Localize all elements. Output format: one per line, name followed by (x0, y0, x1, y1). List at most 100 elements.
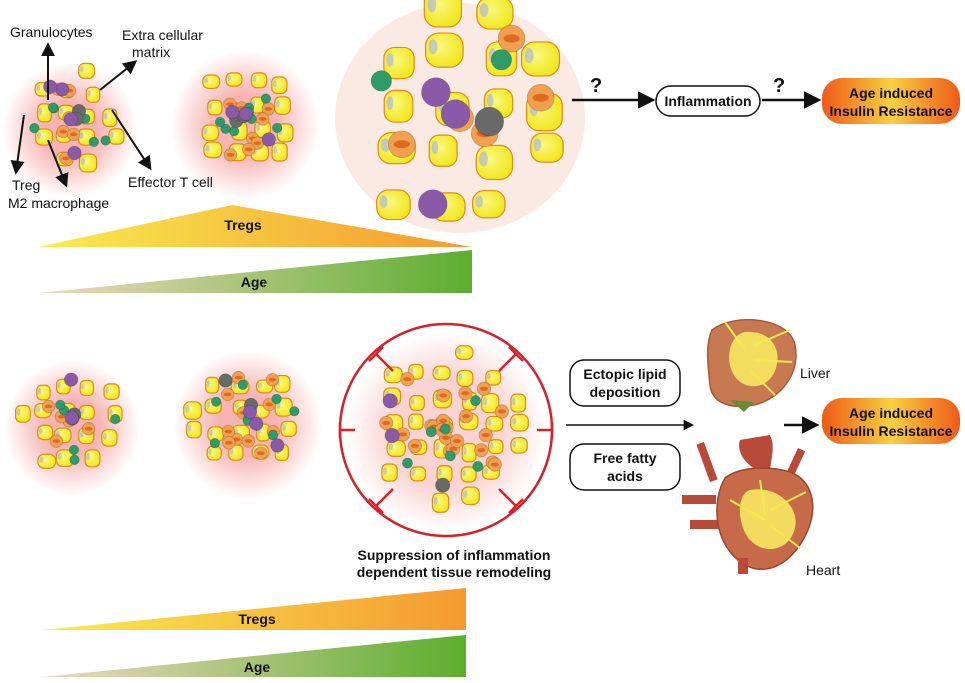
inflammation-box (655, 85, 761, 117)
gran-cell (67, 145, 82, 161)
question-mark-2: ? (773, 75, 785, 97)
free-fatty-acids-box (569, 443, 681, 491)
gran-cell (238, 106, 253, 122)
gran-cell (64, 410, 79, 425)
inflammation-label: Inflammation (664, 93, 751, 109)
effector-cell (214, 116, 226, 128)
effector-cell (47, 102, 59, 113)
outcome-box-top (822, 78, 960, 124)
effector-pointer (111, 109, 152, 171)
effector-cell (490, 49, 513, 71)
gran-cell (242, 404, 258, 420)
liver-label: Liver (800, 365, 831, 381)
small-tissue-cluster-bottom-left (4, 360, 140, 496)
m2-pointer (47, 139, 69, 188)
ecm-pointer (99, 60, 138, 91)
tregs-wedge-bottom (42, 588, 466, 630)
effector-cell (100, 135, 111, 146)
effector-cell (68, 444, 80, 456)
gran-cell (384, 427, 400, 444)
effector-cell (220, 123, 231, 134)
gran-cell (63, 372, 79, 387)
effector-cell (271, 393, 282, 405)
top-gradient-bars: Tregs Age (38, 205, 472, 293)
tregs-wedge-top (38, 205, 472, 247)
macro-cell (435, 477, 451, 493)
effector-cell (88, 136, 100, 148)
heart-label: Heart (806, 562, 840, 578)
outcome-box-bottom (822, 398, 960, 444)
ecm-label-line2: matrix (132, 44, 170, 60)
gran-cell (249, 416, 264, 431)
effector-cell (29, 122, 40, 134)
gran-cell (261, 132, 276, 147)
effector-cell (110, 413, 121, 425)
gran-cell (43, 79, 58, 94)
age-wedge-bottom (42, 635, 466, 677)
effector-cell (237, 379, 249, 391)
m2-macrophage-label: M2 macrophage (8, 195, 109, 211)
outcome-top-line1: Age induced (849, 85, 933, 101)
ffa-line2: acids (607, 468, 643, 484)
effector-t-cell-label: Effector T cell (128, 174, 213, 190)
age-wedge-top (38, 250, 472, 293)
effector-cell (370, 70, 392, 92)
tregs-label-bottom: Tregs (238, 611, 276, 627)
ectopic-line2: deposition (590, 384, 661, 400)
effector-cell (260, 93, 272, 104)
effector-cell (425, 426, 437, 438)
effector-cell (271, 122, 283, 134)
mechanism-boxes: Ectopic lipid deposition Free fatty acid… (566, 359, 695, 491)
suppression-label-line1: Suppression of inflammation (358, 547, 551, 563)
gran-cell (417, 189, 448, 219)
gran-cell (225, 104, 240, 120)
effector-cell (401, 457, 414, 469)
age-label-top: Age (241, 274, 268, 290)
effector-cell (209, 437, 221, 449)
medium-tissue-cluster-bottom (173, 350, 323, 500)
effector-cell (439, 423, 451, 435)
medium-tissue-cluster-top (170, 50, 320, 200)
effector-cell (444, 450, 456, 462)
outcome-bottom-line2: Insulin Resistance (830, 423, 953, 439)
treg-pointer (10, 114, 25, 175)
macro-cell (474, 106, 505, 137)
bottom-outcome: Age induced Insulin Resistance (784, 398, 960, 444)
outcome-top-line2: Insulin Resistance (830, 103, 953, 119)
bottom-gradient-bars: Tregs Age (42, 588, 466, 677)
ffa-line1: Free fatty (593, 450, 656, 466)
ectopic-line1: Ectopic lipid (583, 366, 666, 382)
suppression-ring (338, 322, 554, 538)
effector-cell (210, 396, 222, 407)
liver-illustration (706, 318, 797, 412)
gran-cell (421, 77, 451, 108)
ecm-label-line1: Extra cellular (122, 27, 203, 43)
macro-cell (218, 373, 233, 388)
gran-cell (270, 438, 285, 453)
heart-illustration (682, 435, 814, 574)
effector-cell (472, 460, 484, 472)
outcome-bottom-line1: Age induced (849, 405, 933, 421)
granulocytes-label: Granulocytes (10, 24, 92, 40)
question-mark-1: ? (590, 75, 602, 97)
treg-label: Treg (12, 177, 40, 193)
gran-cell (440, 99, 471, 129)
suppression-label-line2: dependent tissue remodeling (357, 564, 551, 580)
tregs-label-top: Tregs (224, 217, 262, 233)
effector-cell (470, 395, 482, 407)
effector-cell (69, 454, 80, 466)
effector-cell (267, 429, 279, 441)
top-flow: ? Inflammation ? Age induced Insulin Res… (572, 75, 960, 124)
effector-cell (289, 406, 300, 417)
large-tissue-cluster-top (335, 0, 585, 233)
small-tissue-cluster-top-left (2, 62, 138, 198)
gran-cell (382, 393, 398, 409)
gran-cell (54, 82, 70, 97)
age-label-bottom: Age (244, 659, 271, 675)
effector-cell (55, 399, 66, 411)
ectopic-lipid-box (569, 359, 681, 407)
cell-type-labels: Granulocytes Extra cellular matrix Treg … (8, 24, 213, 211)
suppressed-tissue-cluster-bottom (346, 332, 546, 532)
gran-cell (63, 112, 78, 127)
